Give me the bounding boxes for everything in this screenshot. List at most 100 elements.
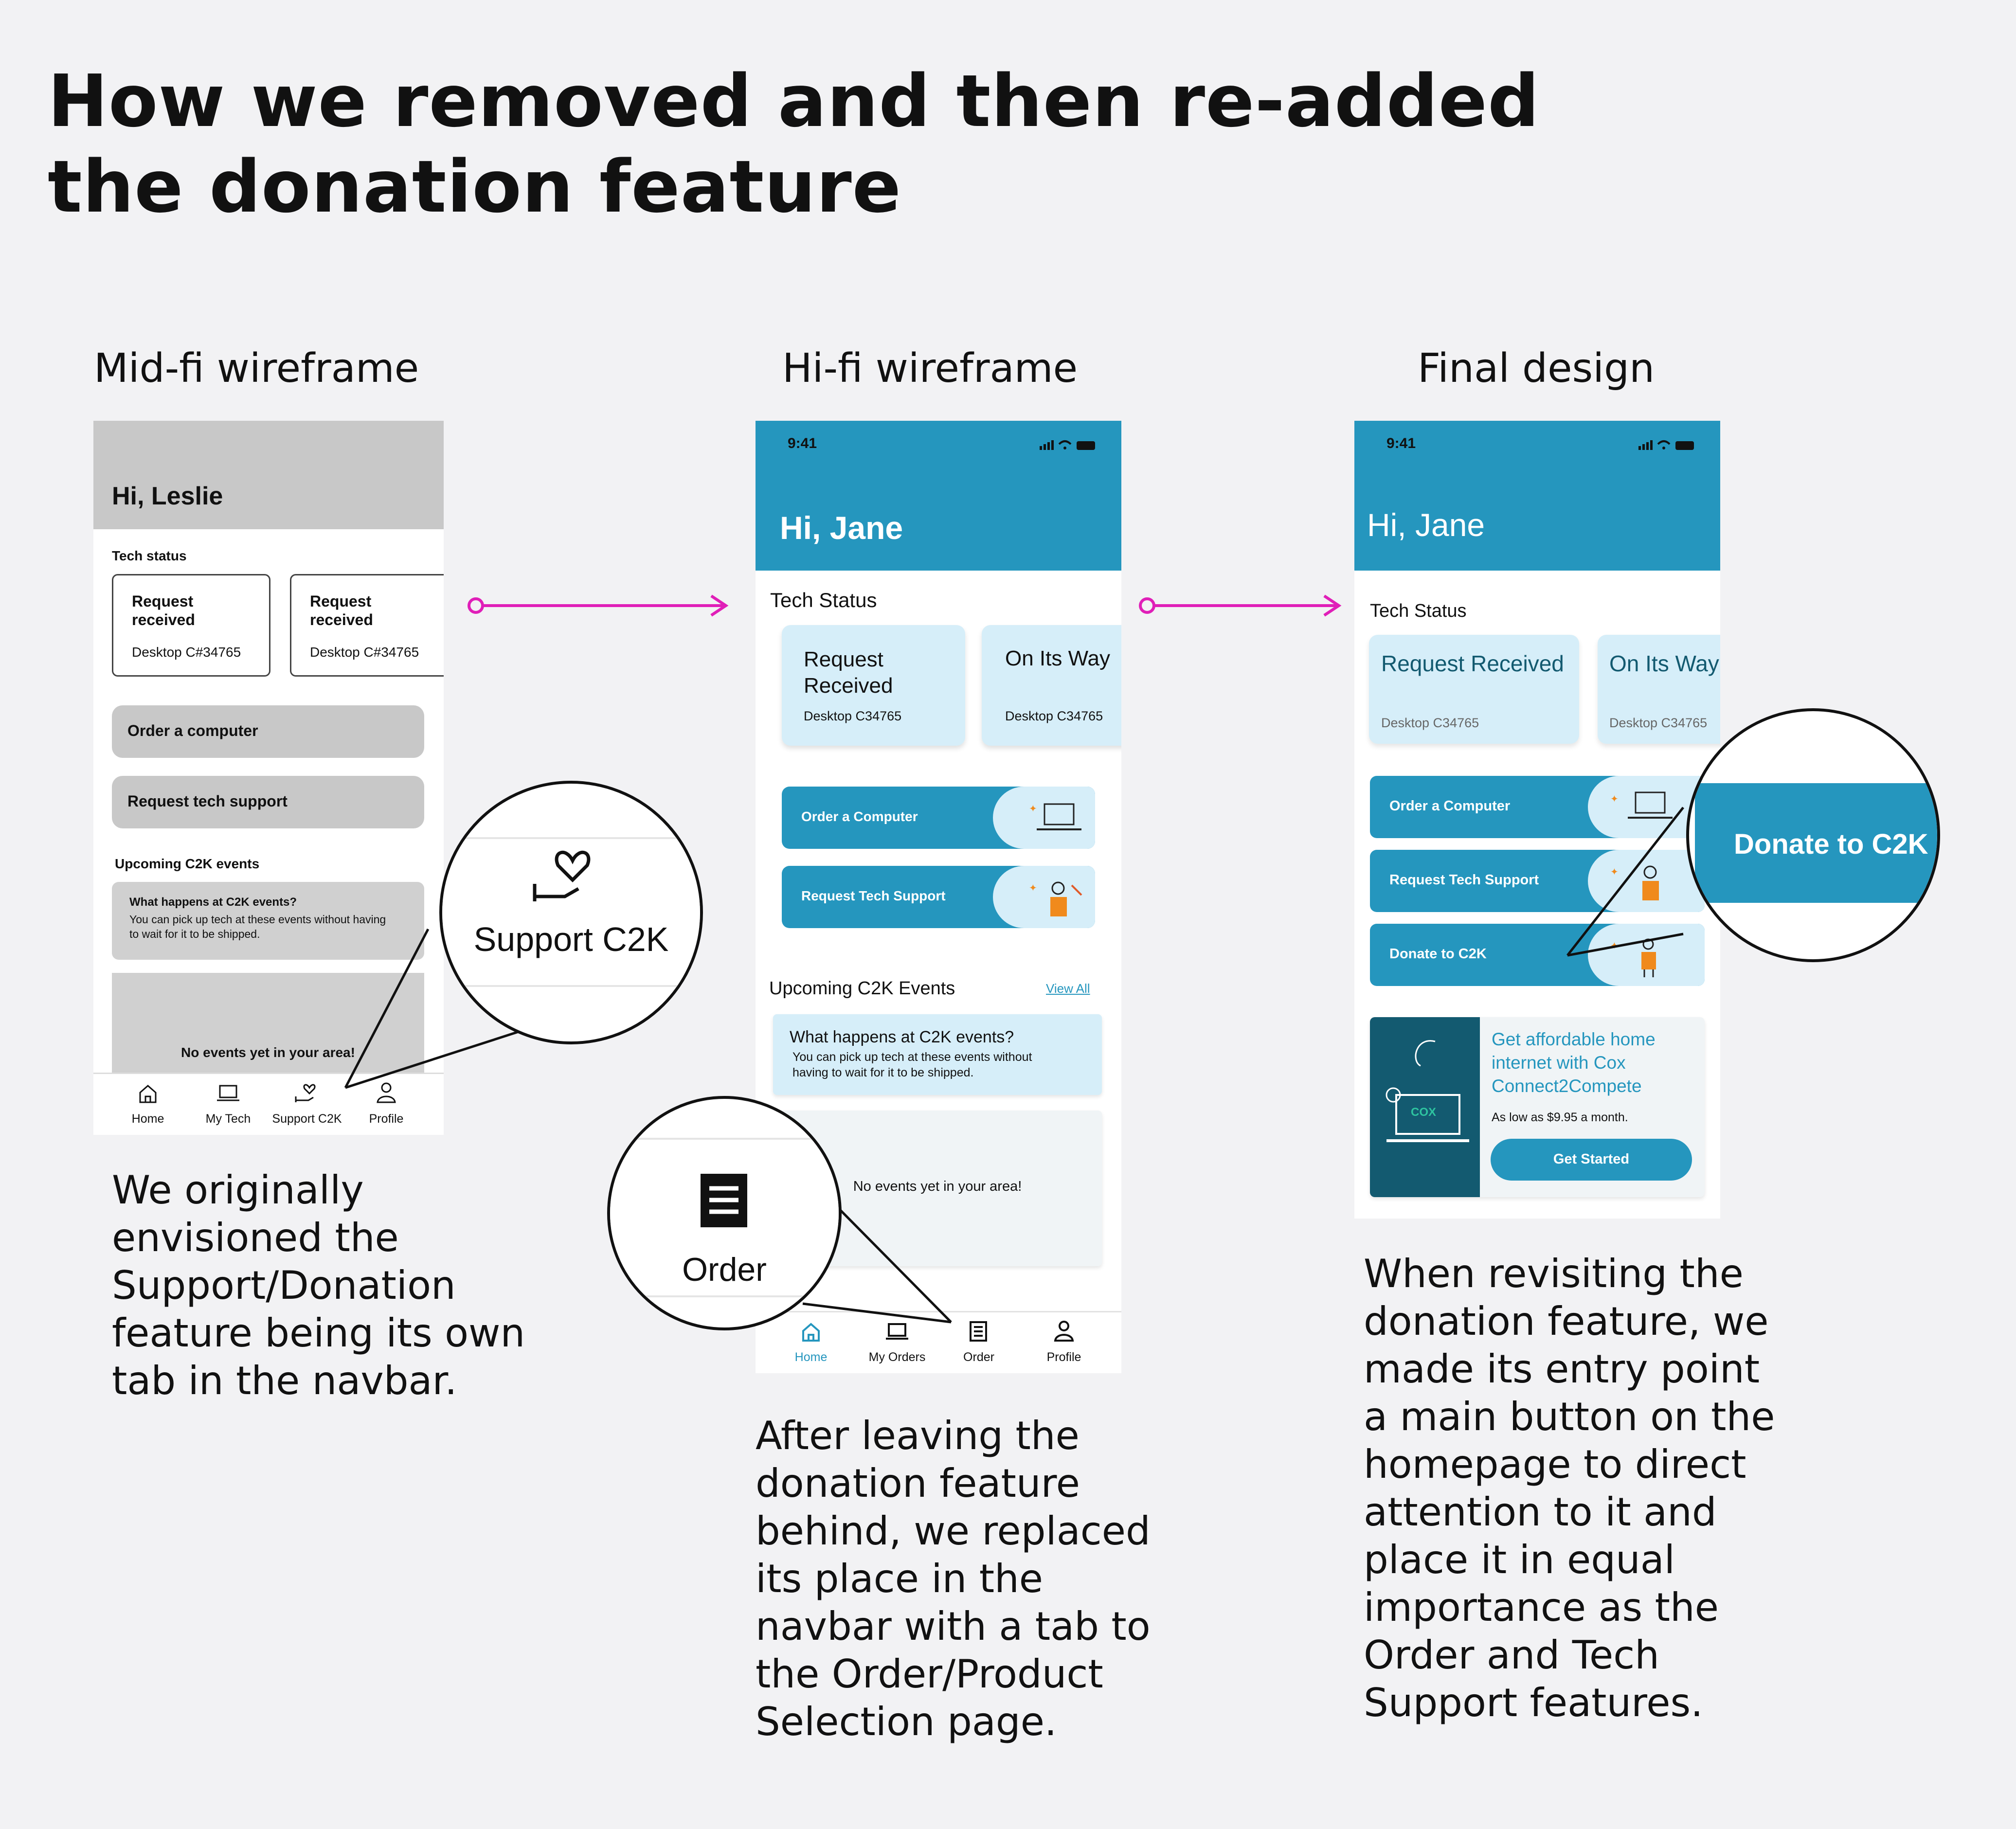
callout-line (1566, 807, 1684, 957)
svg-text:✦: ✦ (1610, 793, 1619, 805)
promo-subtitle: As low as $9.95 a month. (1492, 1111, 1628, 1124)
get-started-button[interactable]: Get Started (1491, 1139, 1692, 1181)
zoom-label: Order (682, 1251, 767, 1288)
event-info-card: What happens at C2K events? You can pick… (112, 882, 424, 960)
card-id: Desktop C#34765 (132, 645, 241, 660)
card-status: Request received (310, 592, 373, 628)
card-status: On Its Way (1005, 646, 1110, 670)
promo-title: Get affordable home internet with Cox Co… (1492, 1028, 1656, 1098)
laptop-illustration-icon (1386, 1040, 1469, 1142)
caption-line: navbar with a tab to (756, 1604, 1151, 1649)
nav-my-orders[interactable]: My Orders (868, 1350, 926, 1364)
profile-icon[interactable] (376, 1081, 397, 1104)
nav-order[interactable]: Order (963, 1350, 994, 1364)
mid-fi-phone: Hi, Leslie Tech status Request received … (93, 421, 444, 1135)
order-computer-button[interactable]: ✦ Order a Computer (1370, 776, 1705, 838)
tech-support-illustration-icon: ✦ (1610, 865, 1659, 900)
cox-logo: COX (1411, 1106, 1437, 1119)
nav-home[interactable]: Home (794, 1350, 828, 1364)
caption-line: After leaving the (756, 1413, 1080, 1458)
receipt-icon (701, 1174, 747, 1227)
zoom-donate-to-c2k: Donate to C2K (1686, 708, 1940, 962)
callout-line (344, 928, 536, 1089)
caption-line: Support/Donation (112, 1263, 456, 1308)
caption-line: When revisiting the (1364, 1251, 1744, 1296)
nav-support-c2k[interactable]: Support C2K (272, 1112, 342, 1126)
caption-line: envisioned the (112, 1215, 399, 1260)
greeting: Hi, Jane (1367, 507, 1485, 543)
promo-title-line: Get affordable home (1492, 1029, 1656, 1049)
donate-to-c2k-label: Donate to C2K (1389, 946, 1487, 962)
caption-line: made its entry point (1364, 1346, 1760, 1392)
laptop-icon[interactable] (885, 1322, 909, 1342)
tech-status-card[interactable]: Request received Desktop C#34765 (112, 574, 270, 677)
donate-to-c2k-button[interactable]: ✦ Donate to C2K (1370, 924, 1705, 986)
cox-promo-card: COX Get affordable home internet with Co… (1370, 1017, 1705, 1197)
profile-icon[interactable] (1053, 1319, 1075, 1343)
nav-home[interactable]: Home (131, 1112, 164, 1126)
nav-profile[interactable]: Profile (1046, 1350, 1081, 1364)
event-card-title: What happens at C2K events? (129, 896, 297, 909)
event-card-body: You can pick up tech at these events wit… (792, 1050, 1032, 1079)
event-card-body: You can pick up tech at these events wit… (129, 913, 386, 940)
laptop-icon[interactable] (216, 1084, 240, 1103)
order-computer-button[interactable]: Order a computer (112, 705, 424, 758)
tech-support-illustration-icon: ✦ (1029, 881, 1082, 916)
caption-line: behind, we replaced (756, 1508, 1151, 1554)
final-design-label: Final design (1418, 345, 1655, 392)
nav-profile[interactable]: Profile (369, 1112, 404, 1126)
tech-status-card[interactable]: On Its Way Desktop C34765 (982, 625, 1121, 746)
caption-line: donation feature, we (1364, 1299, 1769, 1344)
order-computer-button[interactable]: ✦ Order a Computer (782, 787, 1095, 849)
nav-my-tech[interactable]: My Tech (205, 1112, 251, 1126)
final-phone: 9:41 Hi, Jane Tech Status Request Receiv… (1354, 421, 1720, 1219)
card-id: Desktop C34765 (1005, 709, 1103, 723)
order-computer-label: Order a computer (127, 722, 258, 739)
page-title: How we removed and then re-added the don… (48, 58, 1540, 230)
tech-status-card[interactable]: Request received Desktop C#34765 (290, 574, 444, 677)
caption-line: tab in the navbar. (112, 1358, 457, 1403)
caption-line: attention to it and (1364, 1489, 1717, 1535)
card-id: Desktop C34765 (1381, 716, 1479, 730)
greeting: Hi, Leslie (112, 482, 223, 510)
request-tech-support-button[interactable]: ✦ Request Tech Support (782, 866, 1095, 928)
tech-status-card[interactable]: On Its Way Desktop C34765 (1598, 635, 1720, 744)
title-line-1: How we removed and then re-added (48, 59, 1540, 143)
title-line-2: the donation feature (48, 145, 902, 229)
final-header (1354, 421, 1720, 571)
caption-line: Selection page. (756, 1699, 1057, 1744)
no-events-text: No events yet in your area! (181, 1045, 355, 1060)
card-status-line: Received (804, 674, 893, 698)
promo-illustration-panel: COX (1370, 1017, 1480, 1197)
tech-status-heading: Tech Status (770, 589, 877, 611)
final-caption: When revisiting the donation feature, we… (1364, 1250, 1775, 1727)
request-tech-support-label: Request tech support (127, 792, 288, 810)
mid-caption: We originally envisioned the Support/Don… (112, 1166, 525, 1405)
caption-line: donation feature (756, 1461, 1080, 1506)
receipt-icon[interactable] (969, 1320, 988, 1343)
caption-line: place it in equal (1364, 1537, 1675, 1582)
zoom-label: Support C2K (473, 920, 669, 958)
navbar: Home My Tech Support C2K Profile (93, 1073, 444, 1135)
hifi-caption: After leaving the donation feature behin… (756, 1412, 1151, 1746)
tech-status-card[interactable]: Request Received Desktop C34765 (782, 625, 965, 746)
request-tech-support-button[interactable]: ✦ Request Tech Support (1370, 850, 1705, 912)
heart-hand-icon[interactable] (294, 1079, 320, 1104)
status-icons (1040, 440, 1095, 450)
no-events-text: No events yet in your area! (853, 1179, 1022, 1194)
card-status: On Its Way (1609, 651, 1719, 676)
callout-line (802, 1196, 952, 1324)
promo-title-line: Connect2Compete (1492, 1076, 1642, 1096)
zoom-donate-button (1695, 783, 1937, 903)
view-all-link[interactable]: View All (1046, 981, 1090, 996)
home-icon[interactable] (800, 1321, 822, 1343)
button-illustration-bg (993, 866, 1095, 928)
hi-fi-phone: 9:41 Hi, Jane Tech Status Request Receiv… (756, 421, 1121, 1373)
home-icon[interactable] (137, 1083, 159, 1104)
request-tech-support-button[interactable]: Request tech support (112, 776, 424, 828)
caption-line: We originally (112, 1167, 364, 1213)
tech-status-card[interactable]: Request Received Desktop C34765 (1369, 635, 1579, 744)
caption-line: feature being its own (112, 1310, 525, 1356)
button-illustration-bg (1588, 776, 1705, 838)
order-computer-label: Order a Computer (1389, 798, 1511, 814)
